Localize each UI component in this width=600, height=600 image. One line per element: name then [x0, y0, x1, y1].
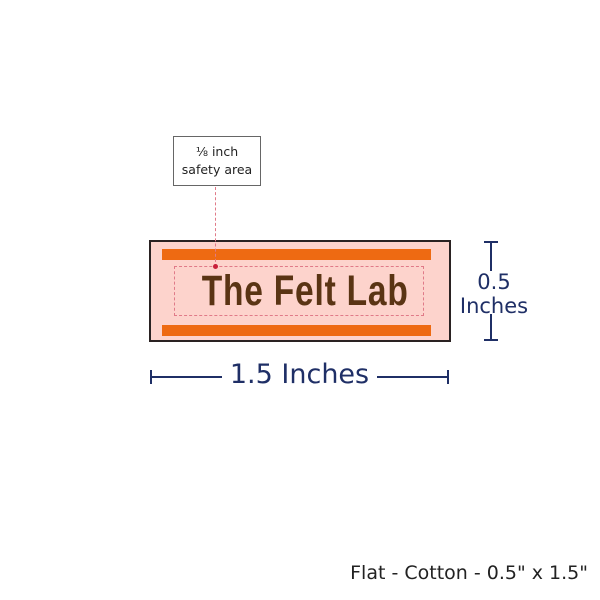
height-value: 0.5 [477, 270, 511, 294]
width-cap-right [447, 370, 449, 384]
callout-line1: ⅛ inch [195, 144, 239, 159]
callout-leader-line [215, 187, 216, 267]
safety-area-callout: ⅛ inch safety area [173, 136, 261, 186]
height-cap-bottom [484, 339, 498, 341]
callout-dot [213, 264, 218, 269]
top-stripe [162, 249, 431, 260]
bottom-stripe [162, 325, 431, 336]
patch-text: The Felt Lab [201, 267, 409, 315]
width-label: 1.5 Inches [229, 359, 370, 390]
safety-area-outline [174, 266, 424, 316]
callout-line2: safety area [181, 162, 253, 177]
height-line-bottom [490, 314, 492, 341]
product-spec-label: Flat - Cotton - 0.5" x 1.5" [350, 562, 588, 584]
width-line-left [150, 376, 222, 378]
height-unit: Inches [459, 294, 529, 318]
height-line-top [490, 241, 492, 271]
height-label: 0.5 Inches [455, 270, 533, 318]
width-line-right [377, 376, 449, 378]
